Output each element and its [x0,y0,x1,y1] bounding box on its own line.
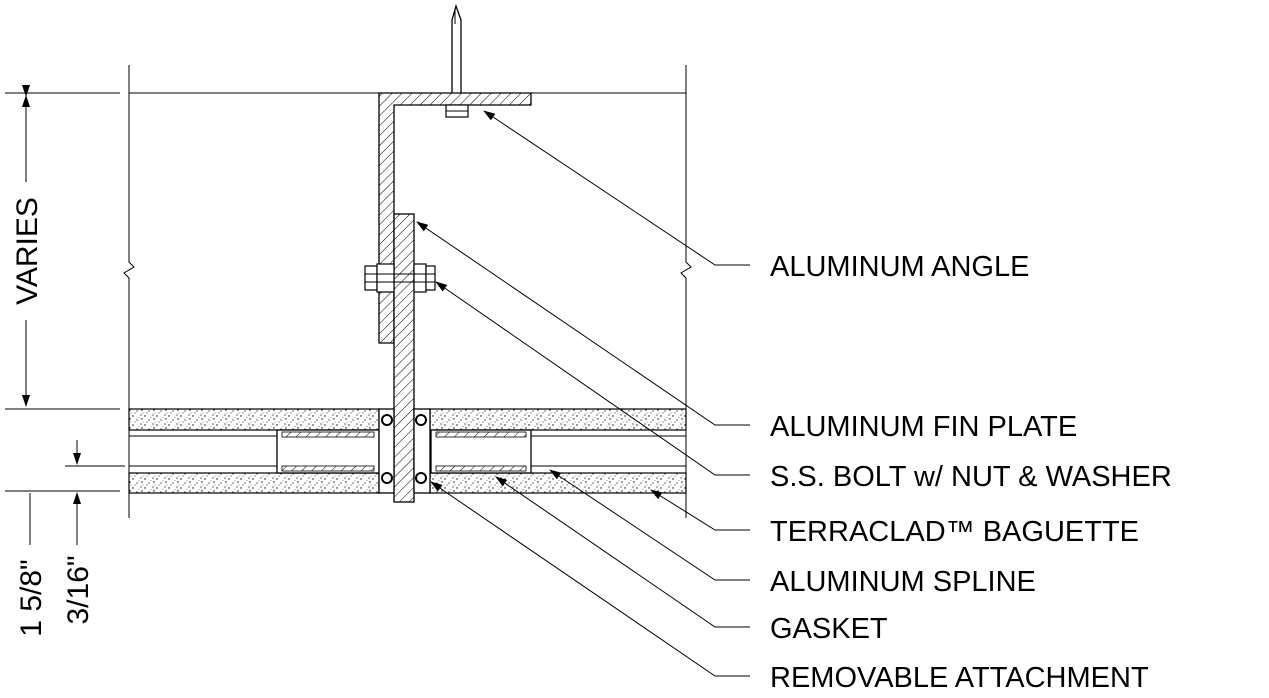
threaded-rod [451,3,462,100]
callout-aluminum-spline: ALUMINUM SPLINE [770,566,1036,598]
ss-bolt-part [364,263,436,293]
callout-terraclad-baguette: TERRACLAD™ BAGUETTE [770,516,1139,548]
callout-gasket: GASKET [770,613,888,645]
aluminum-spline-part [276,429,532,474]
baguette-depth-label: 1 5/8" [15,559,48,636]
callout-ss-bolt: S.S. BOLT w/ NUT & WASHER [770,461,1172,493]
varies-dimension [5,85,120,410]
aluminum-angle-part [378,92,532,344]
callout-aluminum-fin-plate: ALUMINUM FIN PLATE [770,411,1077,443]
callout-removable-attachment: REMOVABLE ATTACHMENT [770,662,1149,694]
leader-lines [416,110,750,677]
callout-aluminum-angle: ALUMINUM ANGLE [770,251,1029,283]
spline-offset-label: 3/16" [62,555,95,624]
small-dimensions [5,440,125,545]
gasket-part [381,414,427,484]
removable-attachment-part [378,408,431,494]
varies-dimension-label: VARIES [11,197,44,305]
aluminum-fin-plate-part [393,213,415,503]
